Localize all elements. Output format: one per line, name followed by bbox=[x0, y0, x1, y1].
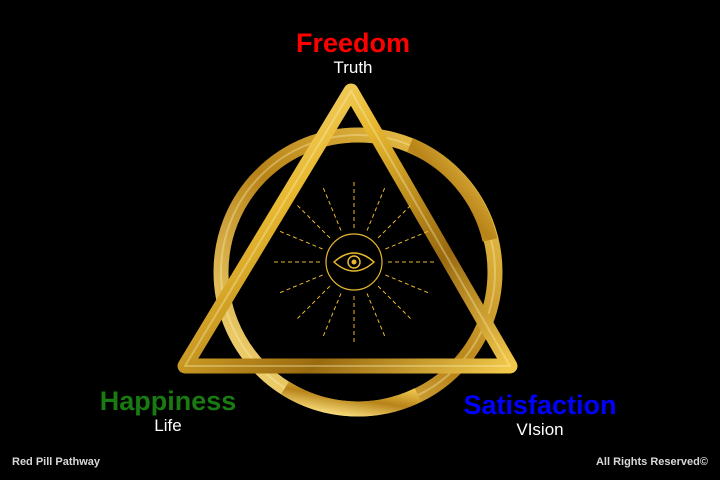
ray-line bbox=[366, 186, 386, 231]
node-satisfaction: Satisfaction VIsion bbox=[430, 390, 650, 440]
node-satisfaction-title: Satisfaction bbox=[463, 390, 617, 420]
node-satisfaction-subtitle: VIsion bbox=[516, 420, 564, 439]
circle-overlap-right bbox=[406, 138, 498, 242]
ray-line bbox=[377, 285, 413, 321]
node-freedom-title: Freedom bbox=[295, 28, 411, 58]
ray-line bbox=[385, 274, 430, 294]
node-happiness: Happiness Life bbox=[68, 386, 268, 436]
footer-brand: Red Pill Pathway bbox=[12, 456, 101, 468]
eye-icon bbox=[325, 233, 383, 291]
ray-line bbox=[322, 186, 342, 231]
ray-line bbox=[322, 293, 342, 338]
ray-line bbox=[385, 230, 430, 250]
footer-copyright: All Rights Reserved© bbox=[595, 456, 708, 468]
node-freedom: Freedom Truth bbox=[253, 28, 453, 78]
ray-line bbox=[278, 230, 323, 250]
triangle-frame bbox=[177, 83, 518, 374]
node-happiness-subtitle: Life bbox=[154, 416, 182, 435]
ray-line bbox=[295, 203, 331, 239]
ray-line bbox=[278, 274, 323, 294]
ray-line bbox=[295, 285, 331, 321]
ray-line bbox=[377, 203, 413, 239]
light-rays bbox=[272, 180, 436, 344]
ray-line bbox=[366, 293, 386, 338]
node-happiness-title: Happiness bbox=[99, 386, 237, 416]
circle-overlap-bottom bbox=[281, 381, 422, 417]
node-freedom-subtitle: Truth bbox=[333, 58, 373, 77]
